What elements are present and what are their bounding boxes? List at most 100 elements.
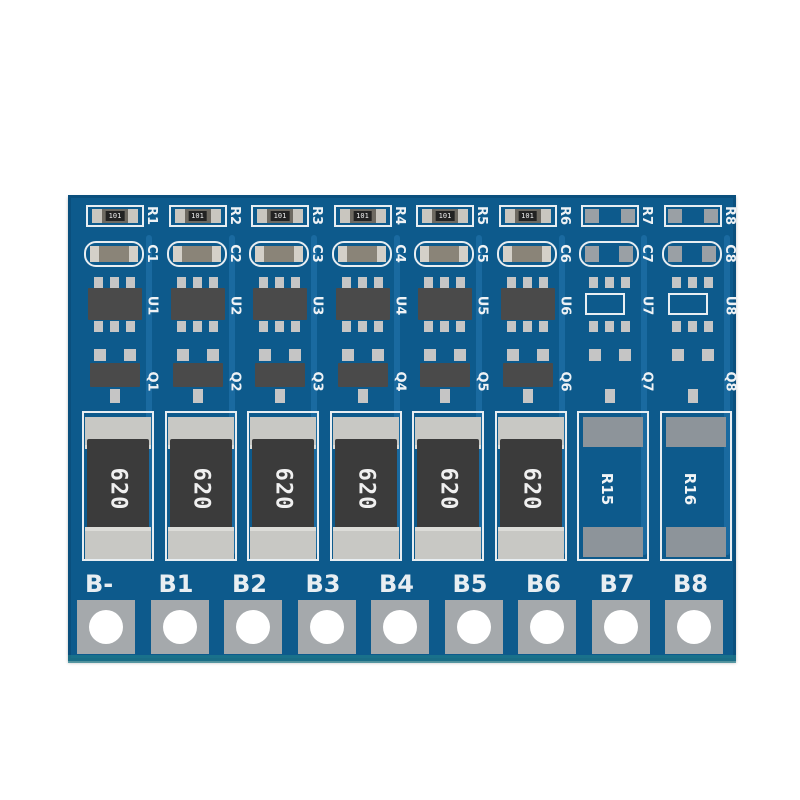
power-resistor-outline	[659, 411, 732, 561]
through-hole	[456, 610, 491, 644]
solder-terminal	[224, 600, 282, 654]
mosfet-pin	[589, 349, 601, 361]
resistor-outline	[251, 205, 309, 227]
through-hole	[89, 610, 123, 644]
ic-pin	[373, 321, 383, 332]
board-edge	[68, 655, 736, 663]
through-hole	[309, 610, 344, 644]
ic-pin	[176, 321, 186, 332]
capacitor-outline	[249, 241, 309, 267]
capacitor-outline	[166, 241, 227, 267]
capacitor-outline	[496, 241, 557, 267]
ic-pin	[589, 277, 598, 288]
capacitor-label: C4	[391, 244, 407, 263]
mosfet-chip	[172, 363, 223, 387]
capacitor-label: C8	[721, 244, 737, 263]
through-hole	[677, 610, 711, 644]
mosfet-pin	[341, 349, 354, 361]
terminal-label: B6	[526, 570, 561, 598]
mosfet-label: Q8	[722, 371, 738, 392]
ic-label: U5	[474, 295, 490, 316]
resistor-code: 101	[105, 211, 125, 221]
mosfet-chip	[255, 363, 305, 387]
resistor-outline	[86, 205, 144, 227]
empty-power-pad	[583, 417, 643, 447]
smd-resistor: 101	[174, 209, 221, 223]
resistor-value: 620	[353, 467, 378, 511]
resistor-end-cap	[497, 527, 564, 559]
resistor-outline	[498, 205, 557, 227]
mosfet-tab	[275, 389, 285, 403]
resistor-body: 620	[252, 439, 314, 539]
solder-terminal	[518, 600, 576, 654]
mosfet-pin	[259, 349, 271, 361]
ic-pin	[357, 321, 367, 332]
power-resistor-outline	[494, 411, 567, 561]
resistor-label: R3	[309, 205, 325, 226]
empty-pad-small	[701, 246, 716, 262]
solder-terminal	[77, 600, 135, 654]
smd-resistor: 101	[422, 209, 468, 223]
ic-pin	[192, 277, 202, 288]
resistor-value: 620	[105, 467, 131, 511]
copper-trace	[641, 235, 647, 555]
ic-pin	[373, 277, 383, 288]
through-hole	[236, 610, 270, 644]
ic-pin	[456, 277, 465, 288]
ic-pin	[538, 321, 548, 332]
resistor-outline	[333, 205, 392, 227]
smd-resistor: 101	[504, 209, 551, 223]
resistor-code: 101	[435, 211, 455, 221]
ic-pin	[341, 321, 351, 332]
resistor-terminal	[128, 209, 138, 223]
terminal-label: B8	[673, 570, 708, 598]
ic-pin	[703, 321, 713, 332]
ic-pin	[341, 277, 351, 288]
mosfet-chip	[337, 363, 388, 387]
resistor-body: 620	[417, 439, 479, 539]
empty-power-pad	[665, 527, 726, 557]
ic-pin	[275, 277, 284, 288]
capacitor-label: C6	[556, 244, 572, 263]
mosfet-chip	[90, 363, 140, 387]
capacitor-terminal	[129, 246, 138, 262]
ic-pin	[522, 321, 532, 332]
ic-label: U8	[721, 295, 737, 316]
empty-pad-small	[703, 209, 718, 223]
mosfet-tab	[357, 389, 368, 403]
resistor-value: 620	[518, 467, 543, 511]
mosfet-pin	[289, 349, 301, 361]
resistor-terminal	[339, 209, 350, 223]
mosfet-pin	[701, 349, 714, 361]
power-resistor-label: R15	[598, 472, 617, 506]
empty-pad-small	[619, 246, 633, 262]
resistor-terminal	[375, 209, 386, 223]
ic-pin	[424, 277, 433, 288]
ic-pin	[589, 321, 598, 332]
copper-trace	[146, 235, 152, 555]
ic-pin	[126, 277, 135, 288]
ic-chip	[500, 288, 555, 320]
capacitor-label: C2	[226, 244, 242, 263]
resistor-label: R5	[474, 205, 490, 226]
mosfet-tab	[522, 389, 533, 403]
resistor-outline	[663, 205, 722, 227]
ic-chip	[253, 288, 307, 320]
power-resistor: 620	[332, 417, 399, 559]
capacitor-label: C5	[473, 244, 489, 263]
ic-pin	[110, 277, 119, 288]
resistor-end-cap	[85, 527, 151, 559]
smd-capacitor	[90, 246, 138, 262]
capacitor-terminal	[420, 246, 429, 262]
capacitor-terminal	[337, 246, 347, 262]
resistor-code: 101	[518, 211, 537, 221]
mosfet-pin	[619, 349, 631, 361]
ic-pin	[621, 277, 630, 288]
capacitor-label: C7	[638, 244, 654, 263]
ic-pin	[605, 277, 614, 288]
ic-pin	[275, 321, 284, 332]
ic-pin	[621, 321, 630, 332]
